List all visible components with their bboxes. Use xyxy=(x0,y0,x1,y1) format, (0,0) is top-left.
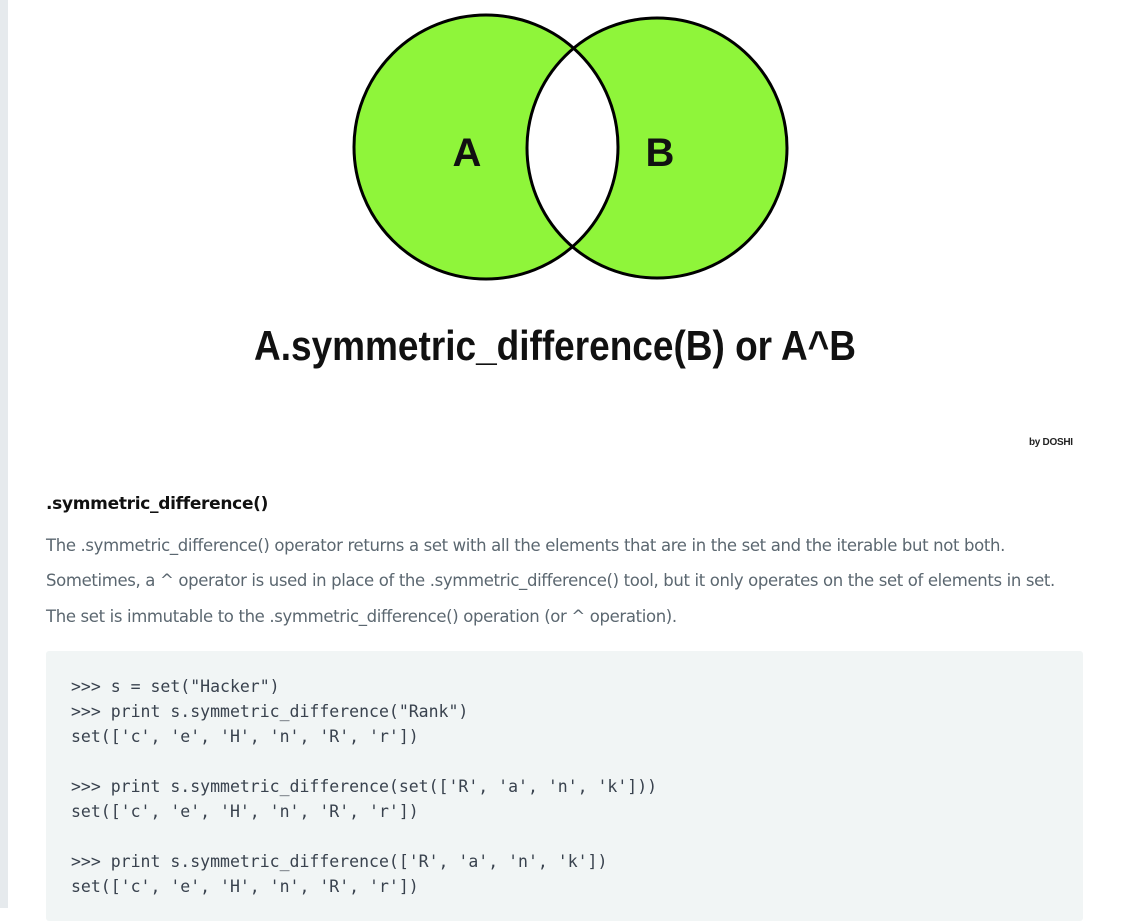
paragraph: The .symmetric_difference() operator ret… xyxy=(46,536,1006,555)
paragraph: The set is immutable to the .symmetric_d… xyxy=(46,607,677,626)
section-title: .symmetric_difference() xyxy=(46,494,269,514)
code-line: >>> print s.symmetric_difference("Rank") xyxy=(71,702,469,721)
code-line: set(['c', 'e', 'H', 'n', 'R', 'r']) xyxy=(71,877,419,896)
intersection-region xyxy=(527,18,618,278)
set-b-label: B xyxy=(646,131,675,175)
code-line: >>> print s.symmetric_difference(set(['R… xyxy=(71,777,658,796)
venn-diagram: A B A.symmetric_difference(B) or A^B xyxy=(254,13,856,369)
paragraph: Sometimes, a ^ operator is used in place… xyxy=(46,571,1055,590)
code-line: >>> print s.symmetric_difference(['R', '… xyxy=(71,852,608,871)
code-line: set(['c', 'e', 'H', 'n', 'R', 'r']) xyxy=(71,802,419,821)
code-line: set(['c', 'e', 'H', 'n', 'R', 'r']) xyxy=(71,727,419,746)
code-block: >>> s = set("Hacker") >>> print s.symmet… xyxy=(46,651,1083,921)
set-b-outline xyxy=(525,16,789,280)
diagram-caption: A.symmetric_difference(B) or A^B xyxy=(254,322,856,369)
left-border xyxy=(0,0,8,908)
diagram-credit: by DOSHI xyxy=(1029,437,1073,448)
set-a-label: A xyxy=(453,131,482,175)
code-line: >>> s = set("Hacker") xyxy=(71,677,280,696)
set-a-outline xyxy=(352,13,620,281)
